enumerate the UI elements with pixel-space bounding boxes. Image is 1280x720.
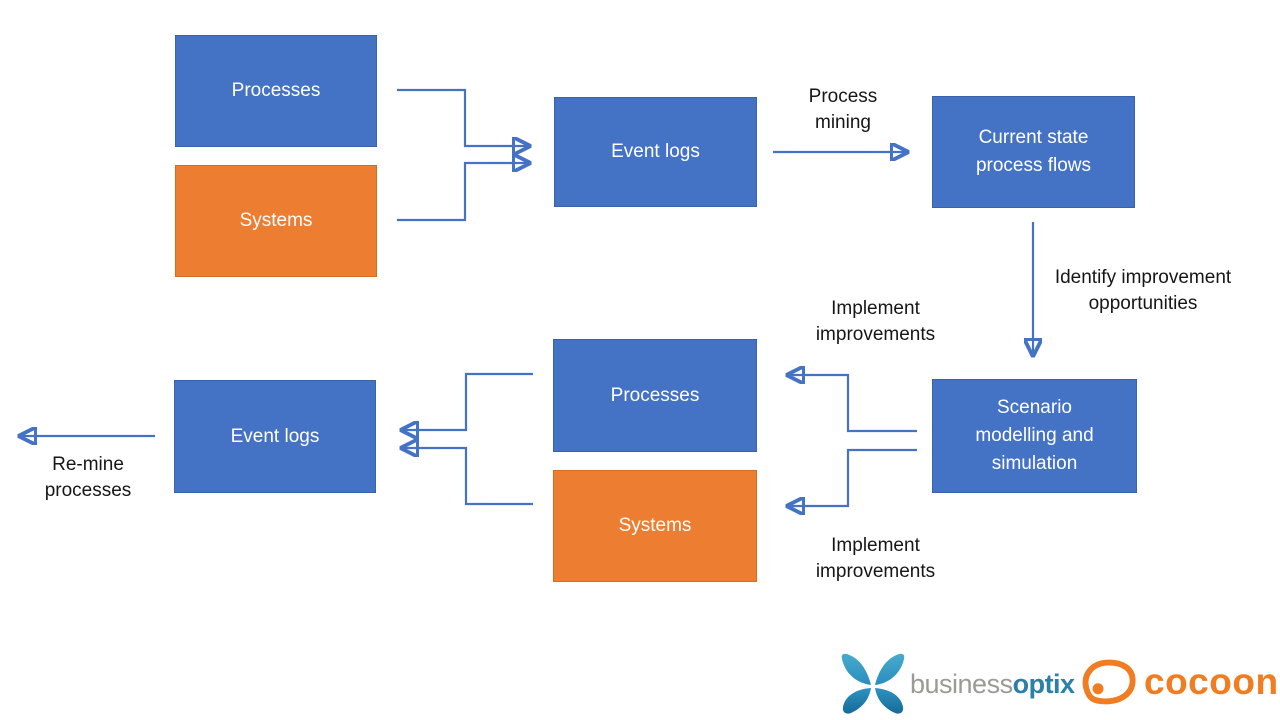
cocoon-eye-icon	[1082, 659, 1136, 705]
label-line: Re-mine	[52, 454, 124, 475]
cocoon-logo: cocoon	[1082, 658, 1279, 706]
box-event-logs-top: Event logs	[554, 97, 757, 207]
arrow-scenario-to-systems	[789, 448, 917, 506]
label-line: processes	[44, 480, 132, 501]
businessoptix-text-optix: optix	[1012, 668, 1076, 699]
label-identify-improvement-opportunities: Identify improvement opportunities	[1028, 265, 1258, 317]
arrow-processes-top-to-eventlogs	[397, 88, 528, 146]
box-label: Processes	[231, 80, 321, 101]
label-line: Implement	[831, 298, 920, 319]
label-line: opportunities	[1088, 293, 1198, 314]
arrow-systems-to-eventlogs-bottom	[403, 448, 533, 506]
box-scenario-modelling-simulation: Scenario modelling and simulation	[932, 379, 1137, 493]
label-remine-processes: Re-mine processes	[27, 452, 149, 504]
businessoptix-logo: businessoptix	[840, 652, 1075, 716]
label-implement-improvements-top: Implement improvements	[803, 296, 948, 348]
box-processes-target: Processes	[553, 339, 757, 452]
arrow-scenario-to-processes	[789, 375, 917, 433]
box-processes-source: Processes	[175, 35, 377, 147]
label-line: improvements	[815, 324, 936, 345]
box-systems-source: Systems	[175, 165, 377, 277]
box-label-line: process flows	[975, 155, 1092, 176]
arrow-systems-top-to-eventlogs	[397, 163, 528, 222]
box-label: Event logs	[611, 141, 700, 162]
box-label: Systems	[618, 515, 692, 536]
box-label: Processes	[610, 384, 700, 406]
label-line: improvements	[815, 561, 936, 582]
box-label-line: modelling and	[975, 425, 1094, 446]
box-systems-target: Systems	[553, 470, 757, 582]
label-line: Identify improvement	[1054, 267, 1232, 288]
box-label-line: simulation	[991, 453, 1078, 474]
label-implement-improvements-bottom: Implement improvements	[803, 533, 948, 585]
label-line: Process	[808, 86, 878, 107]
label-line: Implement	[831, 535, 920, 556]
box-current-state-process-flows: Current state process flows	[932, 96, 1135, 208]
label-process-mining: Process mining	[778, 84, 908, 136]
box-event-logs-bottom: Event logs	[174, 380, 376, 493]
businessoptix-text-business: business	[910, 668, 1013, 699]
cocoon-wordmark: cocoon	[1144, 661, 1279, 702]
arrow-processes-to-eventlogs-bottom	[403, 372, 533, 430]
box-label: Event logs	[230, 425, 320, 447]
businessoptix-wordmark: businessoptix	[910, 669, 1075, 700]
butterfly-icon	[841, 653, 905, 714]
label-line: mining	[815, 112, 871, 133]
box-label-line: Current state	[978, 127, 1089, 148]
box-label-line: Scenario	[997, 397, 1072, 418]
box-label: Systems	[239, 210, 313, 231]
